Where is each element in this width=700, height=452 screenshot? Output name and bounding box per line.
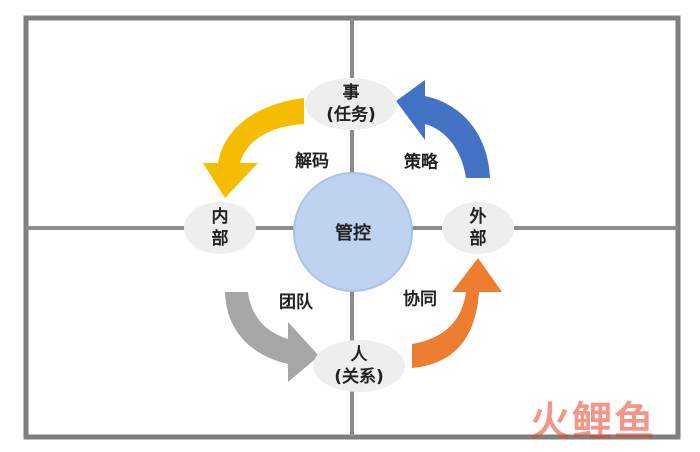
- watermark-logo: 火鲤鱼: [530, 400, 656, 444]
- node-left-line2: 部: [211, 229, 229, 249]
- node-left: 内 部: [184, 202, 256, 254]
- label-top-right: 策略: [404, 152, 438, 173]
- node-bottom-line1: 人: [350, 345, 368, 365]
- watermark-char-2: 鲤: [572, 399, 614, 445]
- node-bottom: 人 (关系): [313, 340, 405, 392]
- arrow-bottom-right: [412, 258, 502, 368]
- arrow-bottom-left: [225, 292, 319, 382]
- arrow-top-left: [203, 98, 304, 198]
- node-bottom-line2: (关系): [334, 367, 384, 387]
- node-left-line1: 内: [211, 207, 229, 227]
- arrow-top-right: [396, 80, 490, 178]
- node-right-line2: 部: [469, 229, 487, 249]
- label-bottom-right: 协同: [403, 289, 437, 310]
- label-top-left: 解码: [295, 151, 329, 172]
- node-top-line1: 事: [342, 83, 360, 103]
- center-node-label: 管控: [335, 223, 371, 244]
- label-bottom-left: 团队: [279, 292, 313, 313]
- node-top-line2: (任务): [326, 105, 376, 125]
- watermark-char-1: 火: [530, 399, 572, 445]
- node-right: 外 部: [442, 202, 514, 254]
- watermark-char-3: 鱼: [614, 399, 656, 445]
- center-node: 管控: [293, 172, 413, 292]
- node-right-line1: 外: [469, 207, 487, 227]
- node-top: 事 (任务): [305, 78, 397, 130]
